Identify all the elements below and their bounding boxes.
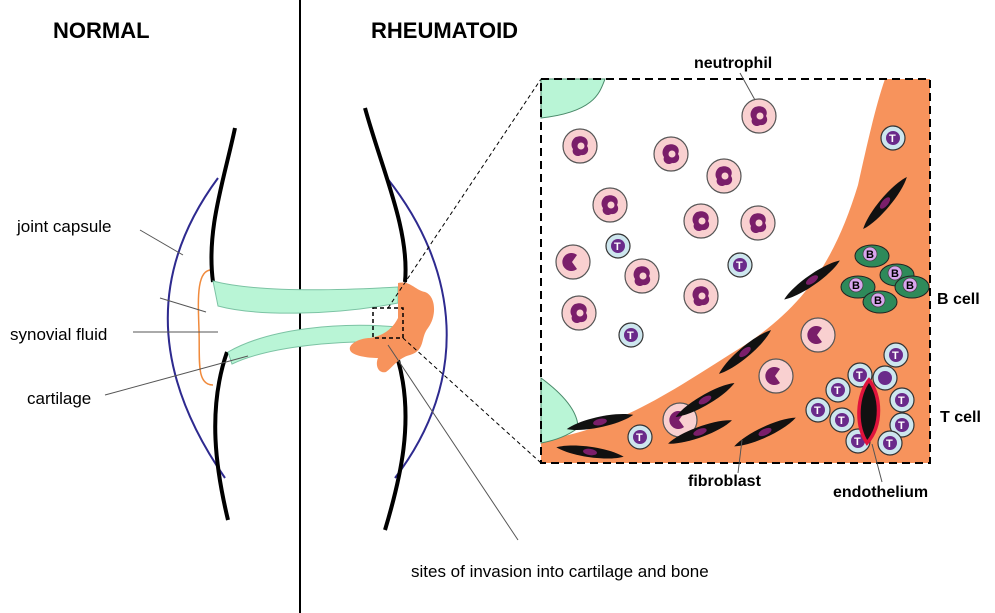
t-cell-letter: T (892, 350, 899, 362)
normal-lower-bone (215, 352, 228, 520)
t-cell-letter: T (627, 330, 634, 342)
neutrophil-cell (562, 296, 596, 330)
leader-joint-capsule (140, 230, 183, 255)
t-cell-letter: T (854, 436, 861, 448)
t-cell-letter: T (889, 133, 896, 145)
neutrophil-cell (741, 206, 775, 240)
leader-sites-of-invasion (388, 345, 518, 540)
label-endothelium: endothelium (833, 484, 928, 501)
label-joint-capsule: joint capsule (16, 217, 112, 236)
t-cell-letter: T (856, 370, 863, 382)
b-cell-letter: B (874, 295, 882, 307)
b-cell-letter: B (866, 249, 874, 261)
label-b-cell: B cell (937, 291, 980, 308)
neutrophil-cell (801, 318, 835, 352)
neutrophil-cell (593, 188, 627, 222)
label-fibroblast: fibroblast (688, 473, 762, 490)
neutrophil-cell (563, 129, 597, 163)
neutrophil-cell (684, 204, 718, 238)
neutrophil-cell (742, 99, 776, 133)
heading-rheumatoid: RHEUMATOID (371, 18, 518, 43)
zoom-guide-bottom (403, 338, 541, 463)
neutrophil-cell (654, 137, 688, 171)
t-cell-letter: T (886, 438, 893, 450)
neutrophil-cell (759, 359, 793, 393)
label-neutrophil: neutrophil (694, 55, 772, 72)
neutrophil-cell (707, 159, 741, 193)
zoom-guide-top (388, 79, 541, 308)
t-cell-letter: T (898, 420, 905, 432)
rheumatoid-lower-bone (385, 360, 406, 530)
label-t-cell: T cell (940, 409, 981, 426)
label-synovial-fluid: synovial fluid (10, 325, 107, 344)
t-cell-letter: T (736, 260, 743, 272)
b-cell-letter: B (891, 268, 899, 280)
normal-upper-bone (211, 128, 235, 282)
t-cell (873, 366, 897, 390)
t-cell-letter: T (636, 432, 643, 444)
neutrophil-cell (556, 245, 590, 279)
t-cell-letter: T (838, 415, 845, 427)
b-cell-letter: B (906, 280, 914, 292)
t-cell-letter: T (834, 385, 841, 397)
neutrophil-cell (684, 279, 718, 313)
t-cell-letter: T (614, 241, 621, 253)
label-sites-of-invasion: sites of invasion into cartilage and bon… (411, 562, 709, 581)
leader-cartilage (105, 356, 248, 395)
b-cell-letter: B (852, 280, 860, 292)
normal-upper-cartilage (213, 281, 398, 313)
t-cell-letter: T (814, 405, 821, 417)
normal-joint (168, 128, 398, 520)
label-cartilage: cartilage (27, 389, 91, 408)
neutrophil-cell (625, 259, 659, 293)
t-cell-letter: T (898, 395, 905, 407)
heading-normal: NORMAL (53, 18, 150, 43)
